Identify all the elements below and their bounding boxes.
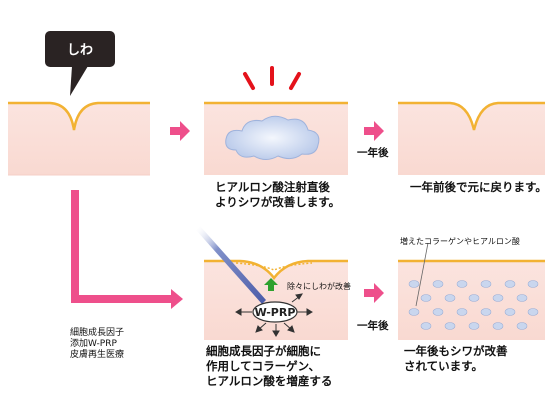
bottom-step2-caption-line2: されています。 (404, 359, 484, 373)
wprp-oval-label: W-PRP (255, 306, 296, 319)
collagen-dot (444, 294, 456, 302)
collagen-dot (408, 308, 420, 316)
arrow-right-icon (364, 283, 384, 303)
collagen-dot (480, 280, 492, 288)
green-up-arrow-icon (264, 278, 278, 291)
collagen-dot (480, 308, 492, 316)
arrow-right-icon (170, 121, 190, 141)
collagen-dot (432, 308, 444, 316)
collagen-dot (444, 322, 456, 330)
collagen-label: 増えたコラーゲンやヒアルロン酸 (400, 237, 520, 246)
l-arrow-icon (71, 190, 183, 309)
collagen-dot (527, 280, 539, 288)
collagen-dots (408, 280, 539, 330)
therapy-label-line1: 細胞成長因子 (70, 328, 125, 338)
needle-icon (196, 226, 266, 304)
therapy-label-line2: 添加W-PRP (70, 339, 117, 349)
collagen-dot (468, 294, 480, 302)
skin-panel-returned (398, 101, 545, 175)
bottom-step2-caption-line1: 一年後もシワが改善 (404, 344, 508, 358)
collagen-dot (516, 322, 528, 330)
collagen-dot (432, 280, 444, 288)
gradual-improvement-label: 除々にしわが改善 (287, 282, 351, 291)
collagen-dot (420, 294, 432, 302)
skin-panel-injected (204, 101, 348, 175)
collagen-dot (492, 322, 504, 330)
collagen-dot (504, 308, 516, 316)
radiating-arrows (235, 293, 313, 337)
wrinkle-label: しわ (67, 43, 93, 58)
collagen-dot (468, 322, 480, 330)
step1-caption-line1: ヒアルロン酸注射直後 (215, 180, 330, 194)
collagen-dot (456, 308, 468, 316)
collagen-pointer-line (415, 242, 429, 307)
one-year-label-bottom: 一年後 (357, 320, 389, 332)
bottom-step1-caption-line2: 作用してコラーゲン、 (206, 359, 320, 373)
collagen-dot (420, 322, 432, 330)
bottom-step1-caption-line3: ヒアルロン酸を増産する (206, 374, 333, 388)
one-year-label-top: 一年後 (357, 147, 389, 159)
skin-panel-collagen (398, 242, 545, 340)
collagen-dot (516, 294, 528, 302)
collagen-dot (504, 280, 516, 288)
effect-marks (243, 66, 301, 90)
step1-caption-line2: よりシワが改善します。 (215, 195, 341, 209)
skin-panel-wrinkle (8, 101, 150, 176)
bottom-step1-caption-line1: 細胞成長因子が細胞に (206, 344, 321, 358)
skin-panel-wprp: W-PRP (196, 226, 348, 340)
step2-caption: 一年前後で元に戻ります。 (410, 180, 547, 194)
collagen-dot (456, 280, 468, 288)
collagen-dot (527, 308, 539, 316)
collagen-dot (408, 280, 420, 288)
arrow-right-icon (364, 121, 384, 141)
wrinkle-speech-bubble: しわ (45, 31, 115, 96)
collagen-dot (492, 294, 504, 302)
hyaluronic-cloud (225, 115, 320, 160)
therapy-label-line3: 皮膚再生医療 (70, 350, 125, 360)
